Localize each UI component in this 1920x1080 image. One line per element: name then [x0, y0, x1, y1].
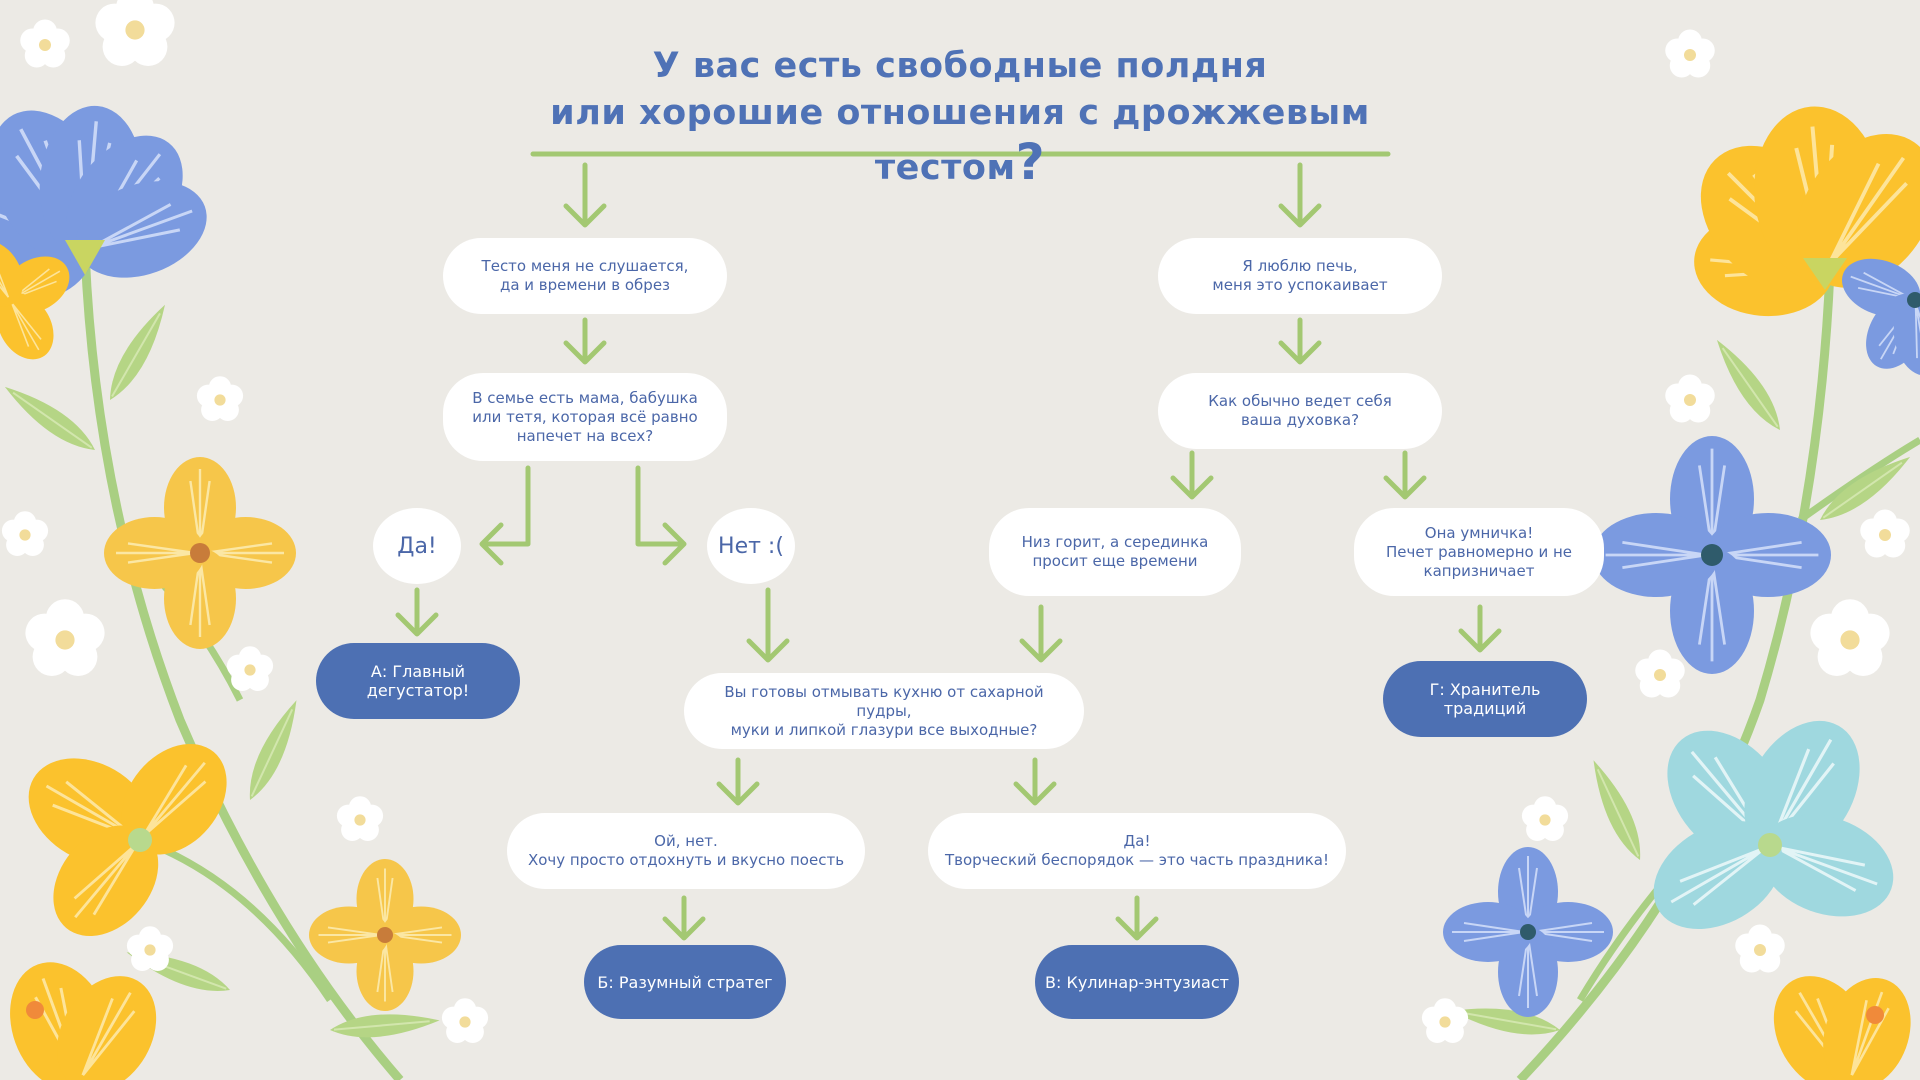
yellow-flower-icon — [102, 455, 298, 651]
arrow-icon — [746, 587, 790, 663]
arrow-icon — [1170, 450, 1214, 500]
result-g-tradition-keeper: Г: Хранитель традиций — [1383, 661, 1587, 737]
arrow-icon — [716, 757, 760, 806]
arrow-icon — [563, 162, 607, 228]
blue-flower-icon — [1591, 434, 1833, 676]
title-line-2-text: или хорошие отношения с дрожжевым тестом — [550, 93, 1370, 188]
node-love-baking: Я люблю печь, меня это успокаивает — [1158, 238, 1442, 314]
result-b-smart-strategist: Б: Разумный стратег — [584, 945, 786, 1019]
node-oven-burns: Низ горит, а серединка просит еще времен… — [989, 508, 1241, 596]
arrow-icon — [1383, 450, 1427, 500]
arrow-icon — [1278, 162, 1322, 228]
yellow-flower-icon — [1669, 99, 1920, 324]
arrow-icon — [1278, 317, 1322, 365]
blue-flower-icon — [0, 87, 222, 312]
arrow-icon — [1013, 757, 1057, 806]
arrow-icon — [662, 895, 706, 941]
result-a-chief-taster: А: Главный дегустатор! — [316, 643, 520, 719]
node-family-baker: В семье есть мама, бабушка или тетя, кот… — [443, 373, 727, 461]
title-question-mark: ? — [1015, 133, 1046, 191]
node-creative-mess: Да! Творческий беспорядок — это часть пр… — [928, 813, 1346, 889]
arrow-icon — [395, 587, 439, 637]
node-oh-no: Ой, нет. Хочу просто отдохнуть и вкусно … — [507, 813, 865, 889]
node-ready-to-clean: Вы готовы отмывать кухню от сахарной пуд… — [684, 673, 1084, 749]
node-oven-good: Она умничка! Печет равномерно и не капри… — [1354, 508, 1604, 596]
title-line-1: У вас есть свободные полдня — [652, 46, 1268, 86]
light-blue-flower-icon — [1632, 698, 1910, 953]
node-dough-disobeys: Тесто меня не слушается, да и времени в … — [443, 238, 727, 314]
arrow-icon — [635, 465, 687, 566]
arrow-icon — [1458, 604, 1502, 653]
arrow-icon — [1115, 895, 1159, 941]
result-v-culinary-enthusiast: В: Кулинар-энтузиаст — [1035, 945, 1239, 1019]
arrow-icon — [563, 317, 607, 365]
node-answer-no: Нет :( — [707, 508, 795, 584]
title-line-2: или хорошие отношения с дрожжевым тестом… — [460, 93, 1460, 191]
arrow-icon — [1019, 604, 1063, 663]
node-answer-yes: Да! — [373, 508, 461, 584]
arrow-icon — [479, 465, 531, 566]
node-oven-behavior: Как обычно ведет себя ваша духовка? — [1158, 373, 1442, 449]
